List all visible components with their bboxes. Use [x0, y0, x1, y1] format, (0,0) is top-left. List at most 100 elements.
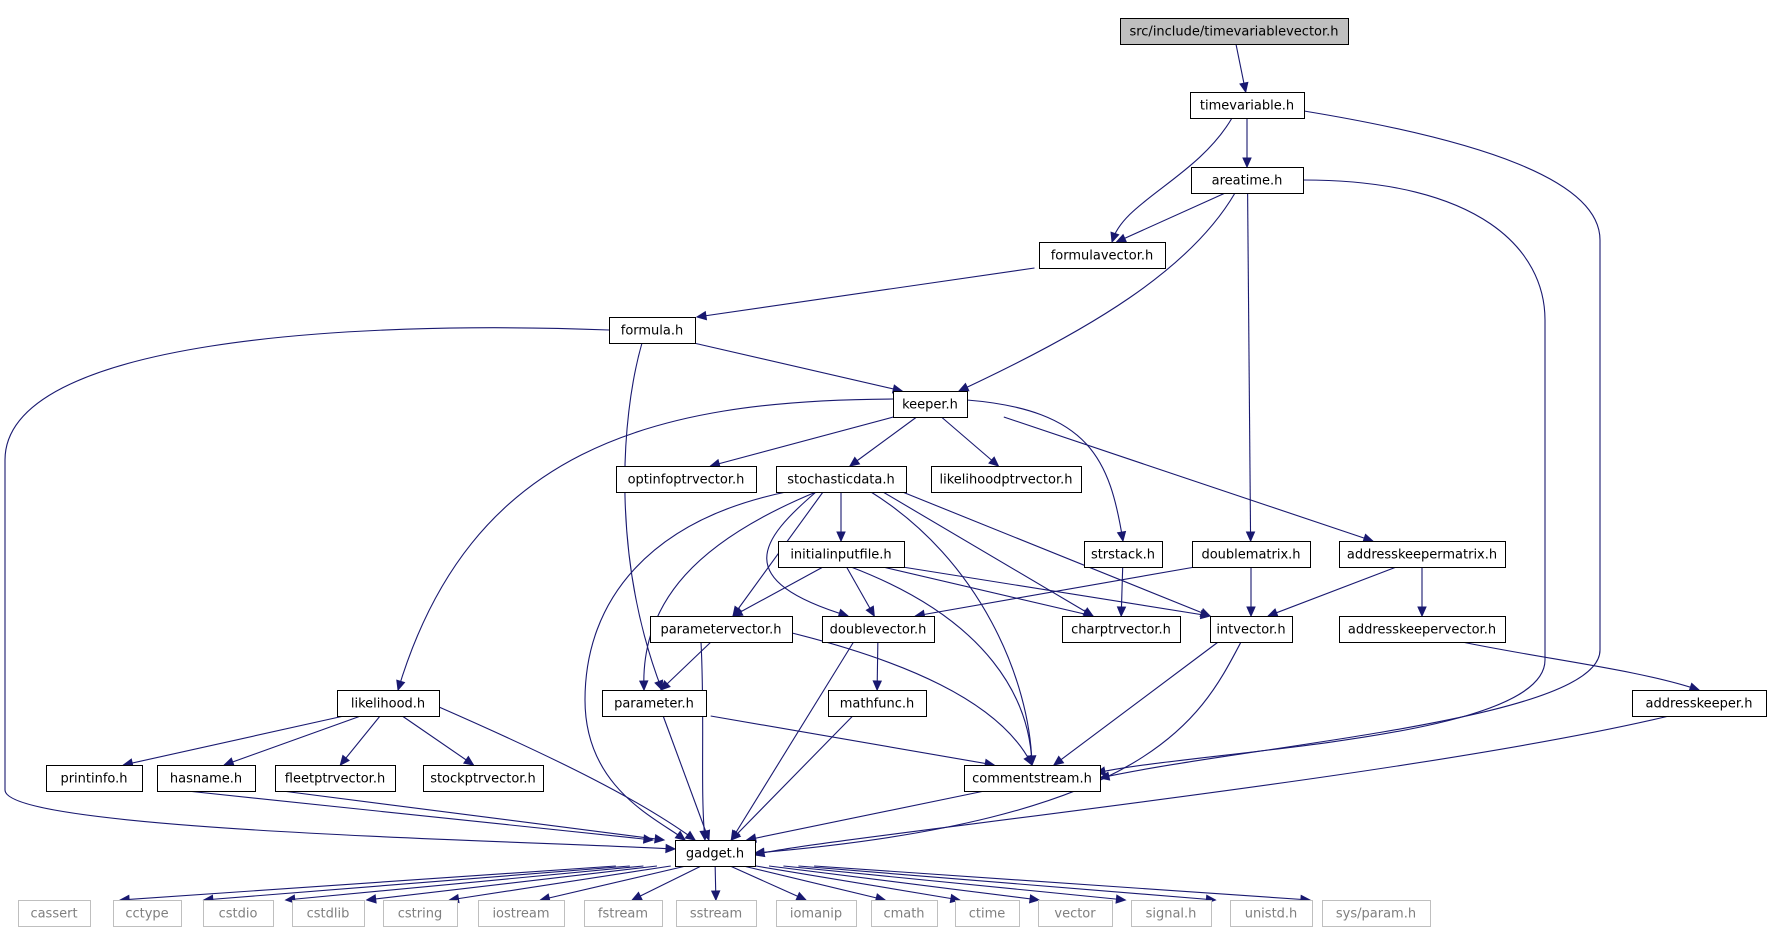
node-cstdlib: cstdlib — [292, 900, 365, 927]
node-addresskeepervector[interactable]: addresskeepervector.h — [1339, 616, 1506, 643]
node-box-parametervector — [650, 616, 793, 643]
node-commentstream[interactable]: commentstream.h — [964, 765, 1101, 792]
node-label-timevariable: timevariable.h — [1200, 99, 1294, 114]
node-gadget[interactable]: gadget.h — [675, 840, 756, 867]
edge-formula-to-keeper — [693, 342, 903, 392]
node-mathfunc[interactable]: mathfunc.h — [828, 690, 927, 717]
node-box-parameter — [602, 690, 707, 717]
node-box-iostream — [478, 900, 565, 927]
node-label-stochasticdata: stochasticdata.h — [787, 473, 894, 488]
node-formulavector[interactable]: formulavector.h — [1039, 242, 1166, 269]
node-areatime[interactable]: areatime.h — [1191, 167, 1304, 194]
arrowhead-addresskeepermatrix-to-addresskeepervector — [1417, 606, 1427, 618]
node-charptrvector[interactable]: charptrvector.h — [1062, 616, 1181, 643]
edge-parametervector-to-commentstream — [791, 632, 1033, 766]
node-label-initialinputfile: initialinputfile.h — [790, 548, 891, 563]
node-label-formula: formula.h — [621, 324, 684, 339]
arrowhead-gadget-to-fstream — [631, 891, 643, 901]
edge-likelihood-to-printinfo — [123, 715, 345, 766]
node-label-cstdio: cstdio — [219, 907, 258, 922]
node-box-addresskeepermatrix — [1339, 541, 1506, 568]
node-formula[interactable]: formula.h — [609, 317, 696, 344]
edge-parameter-to-gadget — [662, 715, 710, 841]
node-label-commentstream: commentstream.h — [972, 772, 1092, 787]
arrowhead-gadget-to-vector — [1028, 894, 1041, 904]
node-label-iostream: iostream — [492, 907, 549, 922]
node-cctype: cctype — [113, 900, 182, 927]
arrowhead-timevariable-to-areatime — [1242, 157, 1252, 169]
node-label-likelihoodptrvector: likelihoodptrvector.h — [939, 473, 1072, 488]
node-addresskeeper[interactable]: addresskeeper.h — [1632, 690, 1767, 717]
node-label-signal: signal.h — [1146, 907, 1197, 922]
edge-intvector-to-commentstream — [1053, 641, 1219, 766]
node-doublematrix[interactable]: doublematrix.h — [1192, 541, 1311, 568]
arrowhead-areatime-to-doublematrix — [1245, 531, 1256, 543]
node-initialinputfile[interactable]: initialinputfile.h — [778, 541, 905, 568]
node-box-cstring — [383, 900, 458, 927]
node-stockptrvector[interactable]: stockptrvector.h — [423, 765, 544, 792]
edge-formula-to-gadget — [4, 327, 676, 850]
node-iostream: iostream — [478, 900, 565, 927]
arrowhead-addresskeepermatrix-to-intvector — [1266, 608, 1279, 618]
node-addresskeepermatrix[interactable]: addresskeepermatrix.h — [1339, 541, 1506, 568]
edge-gadget-to-cstdio — [285, 865, 644, 901]
node-label-iomanip: iomanip — [790, 907, 842, 922]
node-stochasticdata[interactable]: stochasticdata.h — [776, 466, 907, 493]
node-vector: vector — [1038, 900, 1113, 927]
node-label-gadget: gadget.h — [686, 847, 744, 862]
node-fleetptrvector[interactable]: fleetptrvector.h — [275, 765, 396, 792]
arrowhead-doublevector-to-mathfunc — [872, 680, 883, 692]
node-strstack[interactable]: strstack.h — [1084, 541, 1163, 568]
node-timevariable[interactable]: timevariable.h — [1190, 92, 1305, 119]
node-box-keeper — [893, 391, 968, 418]
node-parameter[interactable]: parameter.h — [602, 690, 707, 717]
node-label-cstring: cstring — [398, 907, 442, 922]
node-unistd: unistd.h — [1230, 900, 1313, 927]
node-box-initialinputfile — [778, 541, 905, 568]
node-box-addresskeeper — [1632, 690, 1767, 717]
edge-stochasticdata-to-gadget — [584, 491, 787, 841]
edge-gadget-to-cstring — [449, 865, 671, 901]
edge-areatime-to-doublematrix — [1247, 192, 1252, 542]
edge-gadget-to-signal — [783, 865, 1126, 901]
node-label-areatime: areatime.h — [1212, 174, 1283, 189]
node-signal: signal.h — [1131, 900, 1212, 927]
node-intvector[interactable]: intvector.h — [1210, 616, 1293, 643]
node-box-fleetptrvector — [275, 765, 396, 792]
node-parametervector[interactable]: parametervector.h — [650, 616, 793, 643]
node-printinfo[interactable]: printinfo.h — [46, 765, 143, 792]
arrowhead-stochasticdata-to-parameter — [638, 680, 649, 692]
arrowhead-keeper-to-strstack — [1116, 530, 1127, 543]
node-hasname[interactable]: hasname.h — [157, 765, 256, 792]
node-likelihoodptrvector[interactable]: likelihoodptrvector.h — [931, 466, 1082, 493]
node-label-sstream: sstream — [690, 907, 742, 922]
node-keeper[interactable]: keeper.h — [893, 391, 968, 418]
arrowhead-addresskeeper-to-gadget — [753, 847, 766, 858]
node-sstream: sstream — [676, 900, 757, 927]
edge-gadget-to-cassert — [120, 865, 616, 901]
edge-stochasticdata-to-doublevector — [766, 491, 849, 617]
node-label-stockptrvector: stockptrvector.h — [430, 772, 536, 787]
arrowhead-timevariable-to-formulavector — [1110, 231, 1120, 244]
arrowhead-areatime-to-keeper — [957, 382, 970, 392]
node-timevariablevector[interactable]: src/include/timevariablevector.h — [1120, 18, 1349, 45]
node-box-addresskeepervector — [1339, 616, 1506, 643]
node-label-addresskeepermatrix: addresskeepermatrix.h — [1347, 548, 1497, 563]
node-optinfoptrvector[interactable]: optinfoptrvector.h — [616, 466, 757, 493]
edge-hasname-to-gadget — [282, 790, 665, 841]
node-box-formula — [609, 317, 696, 344]
node-doublevector[interactable]: doublevector.h — [822, 616, 935, 643]
node-box-signal — [1131, 900, 1212, 927]
node-box-timevariable — [1190, 92, 1305, 119]
edge-parameter-to-commentstream — [710, 715, 995, 766]
edge-gadget-to-unistd — [798, 865, 1216, 901]
edge-addresskeepermatrix-to-intvector — [1267, 566, 1397, 617]
node-label-cmath: cmath — [883, 907, 924, 922]
node-likelihood[interactable]: likelihood.h — [337, 690, 440, 717]
node-fstream: fstream — [584, 900, 663, 927]
node-box-cmath — [871, 900, 938, 927]
edge-gadget-to-ctime — [755, 865, 960, 901]
node-box-timevariablevector — [1120, 18, 1349, 45]
arrowhead-intvector-to-commentstream — [1052, 755, 1065, 766]
node-sysparam: sys/param.h — [1322, 900, 1431, 927]
